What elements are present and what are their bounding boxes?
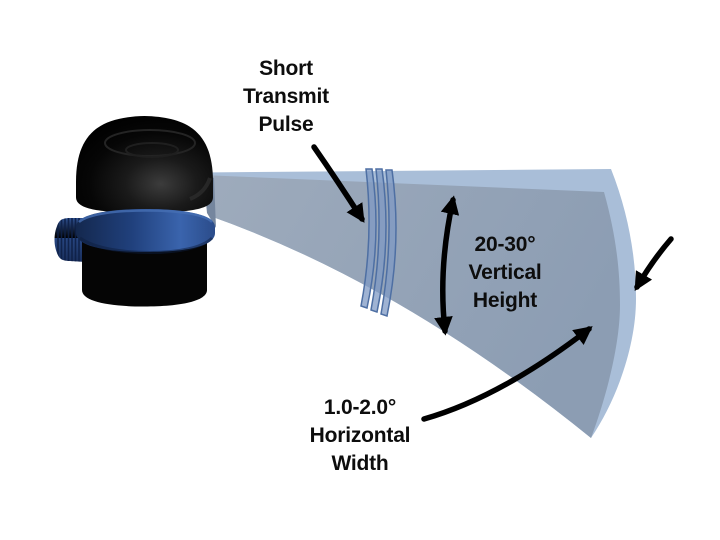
- label-line: Height: [472, 289, 538, 312]
- label-line: Horizontal: [309, 424, 411, 447]
- label-line: Vertical: [468, 261, 542, 284]
- beam-edge-arrow: [634, 236, 674, 292]
- transducer-body: [82, 240, 207, 307]
- label-line: Pulse: [258, 113, 314, 136]
- pulse-arrow: [311, 144, 365, 223]
- transducer-cap: [76, 116, 213, 213]
- label-line: Short: [259, 57, 313, 80]
- label-line: 20-30°: [474, 233, 536, 256]
- label-short-transmit-pulse: Short Transmit Pulse: [196, 55, 376, 139]
- pulse-wavefront: [380, 169, 397, 317]
- transducer-collar: [76, 209, 215, 255]
- label-horizontal-width: 1.0-2.0° Horizontal Width: [258, 394, 462, 478]
- label-vertical-height: 20-30° Vertical Height: [415, 231, 595, 315]
- knob-ribs: [57, 218, 80, 262]
- pulse-wavefronts: [360, 168, 397, 317]
- cap-inner-ring-highlight: [125, 142, 179, 158]
- annotation-arrows: [311, 144, 674, 422]
- collar-bottom-shade: [79, 236, 214, 255]
- label-line: Transmit: [243, 85, 329, 108]
- pulse-wavefront: [360, 168, 377, 309]
- transducer: [54, 116, 215, 307]
- pulse-wavefront: [370, 168, 387, 313]
- cap-sheen: [189, 177, 212, 201]
- beam-face: [202, 175, 620, 438]
- label-line: 1.0-2.0°: [323, 396, 397, 419]
- collar-top-lip: [78, 209, 213, 224]
- vertical-angle-arrow: [434, 195, 460, 336]
- horizontal-angle-arrow: [421, 326, 593, 422]
- label-line: Width: [331, 452, 389, 475]
